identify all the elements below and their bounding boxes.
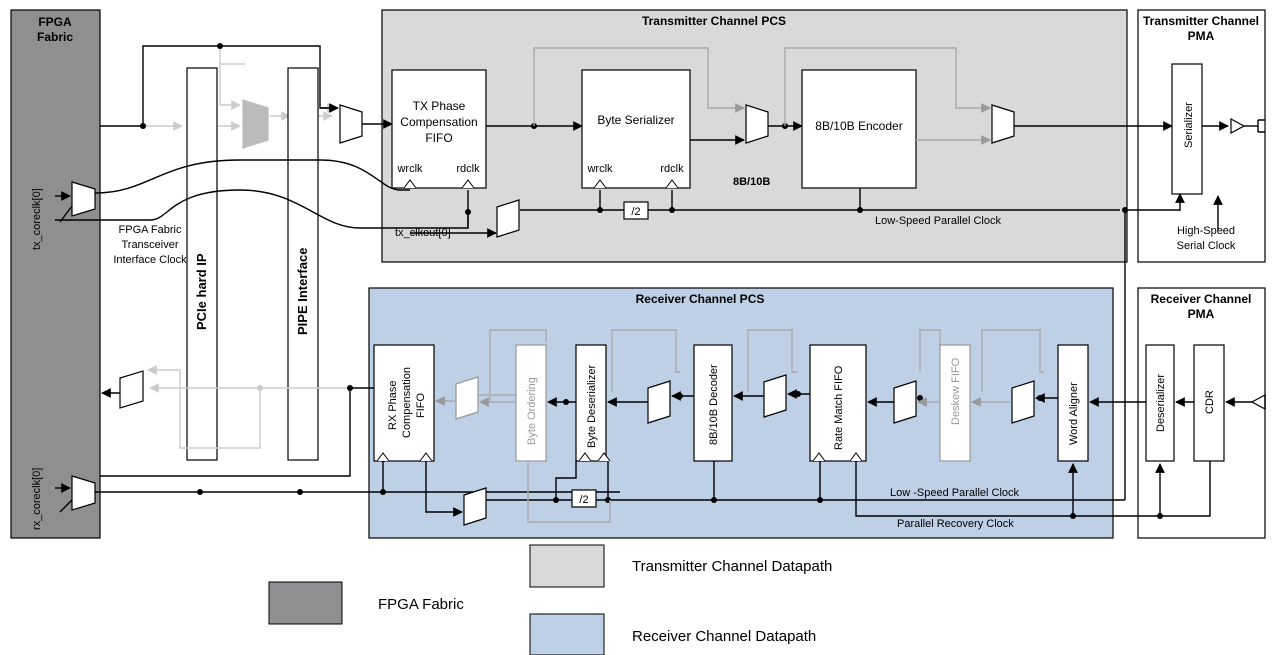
- tx-divider-label: /2: [631, 206, 640, 218]
- legend-tx-label: Transmitter Channel Datapath: [632, 558, 832, 575]
- rx-low-speed-clock-label: Low -Speed Parallel Clock: [890, 487, 1020, 499]
- tx-encoder-mux: [991, 104, 1015, 144]
- rx-output-mux: [119, 370, 144, 409]
- rx-byte-ordering: Byte Ordering: [515, 344, 547, 462]
- tx-8b10b-encoder: 8B/10B Encoder: [801, 69, 917, 189]
- rx-deskew-mux: [1011, 380, 1035, 424]
- rx-cdr-label: CDR: [1204, 390, 1216, 414]
- legend-rx-label: Receiver Channel Datapath: [632, 628, 816, 645]
- tx-clkout-mux: [496, 199, 520, 238]
- parallel-recovery-clock-label: Parallel Recovery Clock: [897, 518, 1014, 530]
- fpga-fabric-label-line1: FPGA: [38, 15, 72, 29]
- pcie-hard-ip-label: PCIe hard IP: [194, 253, 209, 330]
- tx-clock-divider: /2: [623, 201, 649, 220]
- rx-deskew-fifo: Deskew FIFO: [939, 344, 971, 462]
- rx-byte-ordering-mux: [455, 376, 479, 420]
- high-speed-clock-line1: High-Speed: [1177, 225, 1235, 237]
- rx-pma-title-line2: PMA: [1188, 307, 1215, 321]
- tx-pma-title-line1: Transmitter Channel: [1143, 14, 1259, 28]
- rx-byte-deserializer: Byte Deserializer: [575, 344, 611, 462]
- rx-deserializer: Deserializer: [1145, 344, 1175, 462]
- rx-coreclk-label: rx_coreclk[0]: [31, 468, 43, 530]
- rx-rate-match-fifo: Rate Match FIFO: [809, 344, 867, 462]
- rx-byte-deserializer-label: Byte Deserializer: [586, 365, 598, 448]
- rx-cdr: CDR: [1193, 344, 1225, 462]
- fpga-fabric-region: FPGA Fabric: [10, 9, 101, 539]
- legend: FPGA Fabric Transmitter Channel Datapath…: [268, 544, 832, 655]
- rx-deskew-label: Deskew FIFO: [950, 357, 962, 425]
- rx-decoder-label: 8B/10B Decoder: [708, 364, 720, 445]
- rx-coreclk-mux: [71, 475, 96, 511]
- tx-fifo-wrclk: wrclk: [396, 163, 423, 175]
- svg-text:Interface Clock: Interface Clock: [113, 254, 187, 266]
- legend-tx-swatch: [529, 544, 605, 588]
- tx-clock-paths: [55, 159, 1223, 500]
- rx-word-aligner-label: Word Aligner: [1068, 382, 1080, 445]
- rx-unused-paths: [147, 329, 1044, 449]
- tx-byte-serializer: Byte Serializer wrclk rdclk: [581, 69, 691, 189]
- pcie-hard-ip-tube: PCIe hard IP: [186, 67, 218, 461]
- rx-phase-fifo-line2: Compensation: [401, 367, 413, 438]
- tx-unused-mux: [242, 99, 269, 149]
- tx-phase-fifo-line1: TX Phase: [413, 99, 466, 113]
- tx-data-path: [100, 43, 339, 129]
- tx-fifo-rdclk: rdclk: [456, 163, 480, 175]
- rx-rate-match-label: Rate Match FIFO: [833, 365, 845, 450]
- tx-serializer: Serializer: [1171, 63, 1203, 195]
- fabric-clock-label: FPGA Fabric Transceiver Interface Clock: [113, 224, 187, 266]
- rx-byte-deserializer-mux: [647, 380, 671, 424]
- tx-unused-paths: [143, 46, 333, 149]
- tx-pcs-title: Transmitter Channel PCS: [642, 14, 786, 28]
- rx-pcs-title: Receiver Channel PCS: [636, 292, 765, 306]
- pipe-interface-tube: PIPE Interface: [287, 67, 319, 461]
- rx-clock-mux: [463, 487, 487, 526]
- rx-phase-compensation-fifo: RX Phase Compensation FIFO: [373, 344, 435, 462]
- tx-pma-region: Transmitter Channel PMA: [1137, 9, 1266, 263]
- tx-phase-compensation-fifo: TX Phase Compensation FIFO wrclk rdclk: [391, 69, 487, 189]
- rx-clock-divider: /2: [571, 489, 597, 508]
- tx-serializer-mux: [745, 104, 769, 144]
- tx-low-speed-clock-label: Low-Speed Parallel Clock: [875, 215, 1001, 227]
- tx-serializer-label: Serializer: [1183, 102, 1195, 148]
- tx-coreclk-label: tx_coreclk[0]: [31, 188, 43, 250]
- legend-fpga-swatch: [268, 581, 343, 625]
- pipe-interface-label: PIPE Interface: [295, 248, 310, 335]
- tx-encoder-label: 8B/10B Encoder: [815, 119, 902, 133]
- tx-phase-fifo-line2: Compensation: [400, 115, 477, 129]
- tx-byte-serializer-label: Byte Serializer: [597, 113, 674, 127]
- tx-serializer-rdclk: rdclk: [660, 163, 684, 175]
- tx-pma-title-line2: PMA: [1188, 29, 1215, 43]
- rx-deserializer-label: Deserializer: [1155, 374, 1167, 432]
- tx-coreclk-mux: [71, 181, 96, 217]
- rx-divider-label: /2: [579, 494, 588, 506]
- rx-rate-match-mux: [893, 380, 917, 424]
- rx-decoder-mux: [763, 374, 787, 418]
- rx-byte-ordering-label: Byte Ordering: [526, 377, 538, 445]
- tx-mode-label: 8B/10B: [733, 176, 770, 188]
- tx-clkout-label: tx_clkout[0]: [395, 227, 451, 239]
- svg-text:Transceiver: Transceiver: [121, 239, 178, 251]
- rx-word-aligner: Word Aligner: [1057, 344, 1089, 462]
- rx-8b10b-decoder: 8B/10B Decoder: [693, 344, 733, 462]
- tx-phase-fifo-line3: FIFO: [425, 131, 452, 145]
- high-speed-clock-line2: Serial Clock: [1177, 240, 1236, 252]
- rx-phase-fifo-line1: RX Phase: [387, 380, 399, 430]
- fpga-fabric-label-line2: Fabric: [37, 30, 73, 44]
- legend-fpga-label: FPGA Fabric: [378, 596, 464, 613]
- tx-input-mux: [339, 104, 363, 144]
- tx-output-buffer: [1230, 117, 1265, 135]
- rx-pma-title-line1: Receiver Channel: [1151, 292, 1252, 306]
- rx-input-buffer: [1250, 393, 1266, 411]
- legend-rx-swatch: [529, 613, 605, 655]
- rx-phase-fifo-line3: FIFO: [415, 393, 427, 418]
- svg-text:FPGA Fabric: FPGA Fabric: [119, 224, 182, 236]
- tx-serializer-wrclk: wrclk: [586, 163, 613, 175]
